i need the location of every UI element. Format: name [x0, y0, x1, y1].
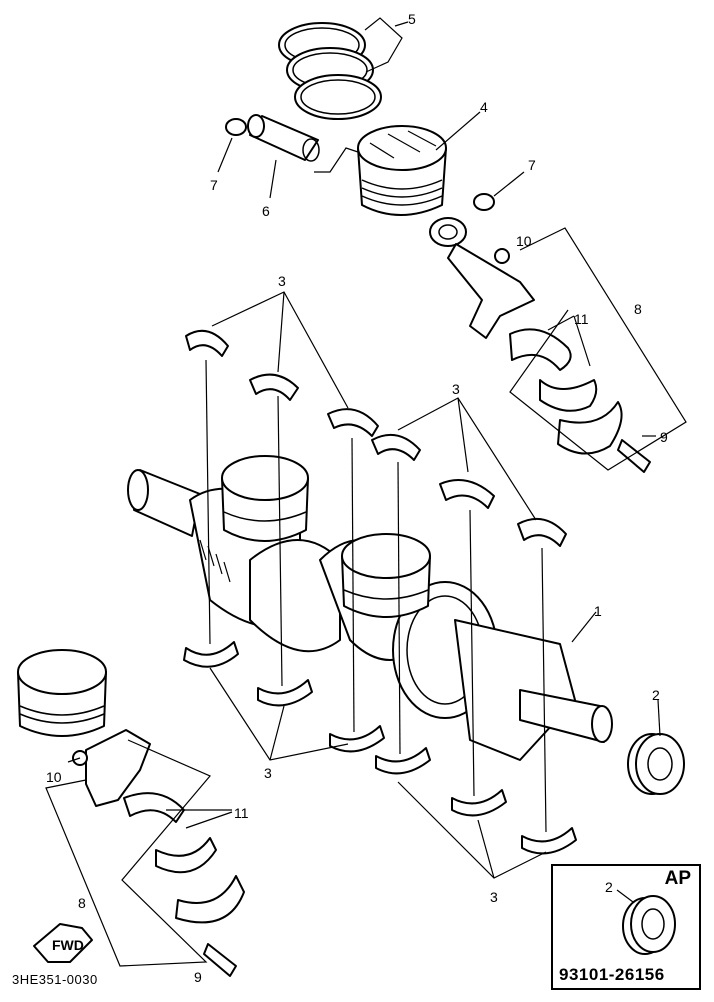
circlip-left	[225, 118, 247, 136]
inset-part-number: 93101-26156	[559, 965, 665, 984]
big-end-bearing-lower-right	[539, 379, 598, 412]
conrod-left	[72, 729, 245, 977]
inset-callout: 2	[605, 879, 613, 895]
big-end-bearing-upper-left	[123, 792, 185, 823]
callout-conrod-bolt-right: 9	[660, 429, 668, 445]
callout-circlip-left: 7	[210, 177, 218, 193]
callout-piston-pin: 6	[262, 203, 270, 219]
reference-code: 3HE351-0030	[12, 972, 98, 987]
conrod-cap-right	[557, 401, 623, 455]
fwd-label: FWD	[52, 937, 84, 953]
callout-bearing-top-right: 3	[452, 381, 460, 397]
big-end-bearing-lower-left	[155, 837, 217, 874]
callout-bearing-top-left: 3	[278, 273, 286, 289]
callout-conrod-nut-right: 10	[516, 233, 532, 249]
callout-conrod-bolt-left: 9	[194, 969, 202, 985]
callout-piston: 4	[480, 99, 488, 115]
circlip-right	[473, 193, 495, 211]
main-bearings	[183, 329, 577, 855]
inset-ap-box: AP 2 93101-26156	[551, 864, 701, 990]
oil-seal	[627, 733, 685, 795]
conrod-cap-left	[175, 875, 245, 924]
conrod-right	[429, 217, 651, 473]
callout-bearing-bottom-right: 3	[490, 889, 498, 905]
callout-conrod-nut-left: 10	[46, 769, 62, 785]
callout-oil-seal: 2	[652, 687, 660, 703]
callout-big-end-bearing-left: 11	[234, 805, 249, 821]
callout-piston-ring-set: 5	[408, 11, 416, 27]
piston-pin	[247, 114, 320, 162]
piston-top	[357, 125, 447, 216]
callout-conrod-left: 8	[78, 895, 86, 911]
piston-left	[17, 649, 107, 737]
fwd-arrow-icon: FWD	[33, 923, 93, 963]
callout-circlip-right: 7	[528, 157, 536, 173]
inset-oil-seal-drawing: 2	[605, 879, 676, 955]
conrod-bolt-left	[203, 943, 237, 977]
piston-on-crank-right	[341, 533, 431, 618]
callout-big-end-bearing-right: 11	[574, 311, 589, 327]
piston-ring-set	[278, 22, 382, 120]
callout-crankshaft: 1	[594, 603, 602, 619]
callout-conrod-right: 8	[634, 301, 642, 317]
conrod-bolt-right	[617, 439, 651, 473]
callout-bearing-bottom-left: 3	[264, 765, 272, 781]
inset-ap-label: AP	[664, 868, 691, 889]
piston-on-crank-left	[221, 455, 309, 542]
